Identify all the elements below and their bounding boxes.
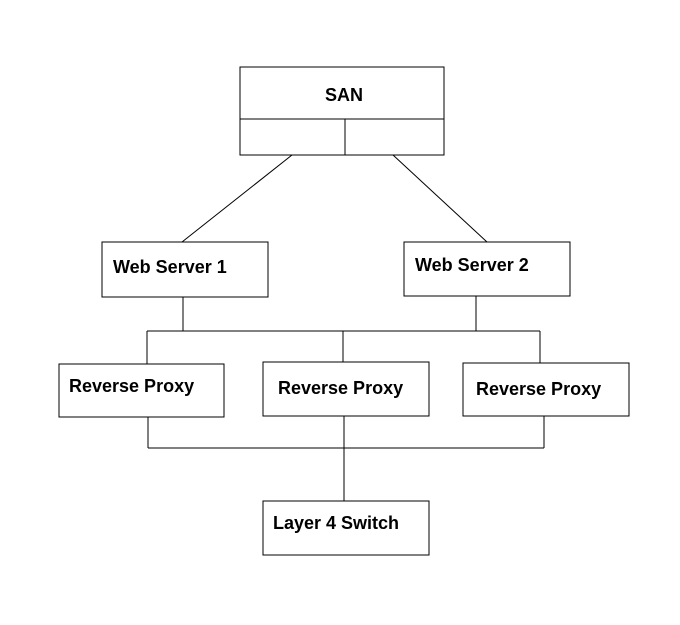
san-connectors: [181, 154, 488, 243]
reverse-proxy-3-box: [462, 362, 630, 417]
web-server-1-label: Web Server 1: [113, 257, 227, 277]
web-server-2-node: Web Server 2: [403, 241, 571, 297]
layer4-switch-box: [262, 500, 430, 556]
web-server-2-label: Web Server 2: [415, 255, 529, 275]
layer4-switch-label: Layer 4 Switch: [273, 513, 399, 533]
reverse-proxy-1-node: Reverse Proxy: [58, 363, 225, 418]
reverse-proxy-2-node: Reverse Proxy: [262, 361, 430, 417]
san-label: SAN: [325, 85, 363, 105]
web-server-1-node: Web Server 1: [101, 241, 269, 298]
layer4-switch-node: Layer 4 Switch: [262, 500, 430, 556]
reverse-proxy-2-label: Reverse Proxy: [278, 378, 403, 398]
reverse-proxy-3-label: Reverse Proxy: [476, 379, 601, 399]
reverse-proxy-2-box: [262, 361, 430, 417]
edge-san-web-server-1: [181, 154, 293, 243]
reverse-proxy-1-label: Reverse Proxy: [69, 376, 194, 396]
edge-san-web-server-2: [392, 154, 488, 243]
san-node: SAN: [239, 66, 445, 156]
web-server-bus: [146, 296, 541, 364]
web-server-2-box: [403, 241, 571, 297]
reverse-proxy-3-node: Reverse Proxy: [462, 362, 630, 417]
reverse-proxy-1-box: [58, 363, 225, 418]
web-server-1-box: [101, 241, 269, 298]
switch-bus: [147, 416, 545, 501]
san-box: [239, 66, 445, 156]
